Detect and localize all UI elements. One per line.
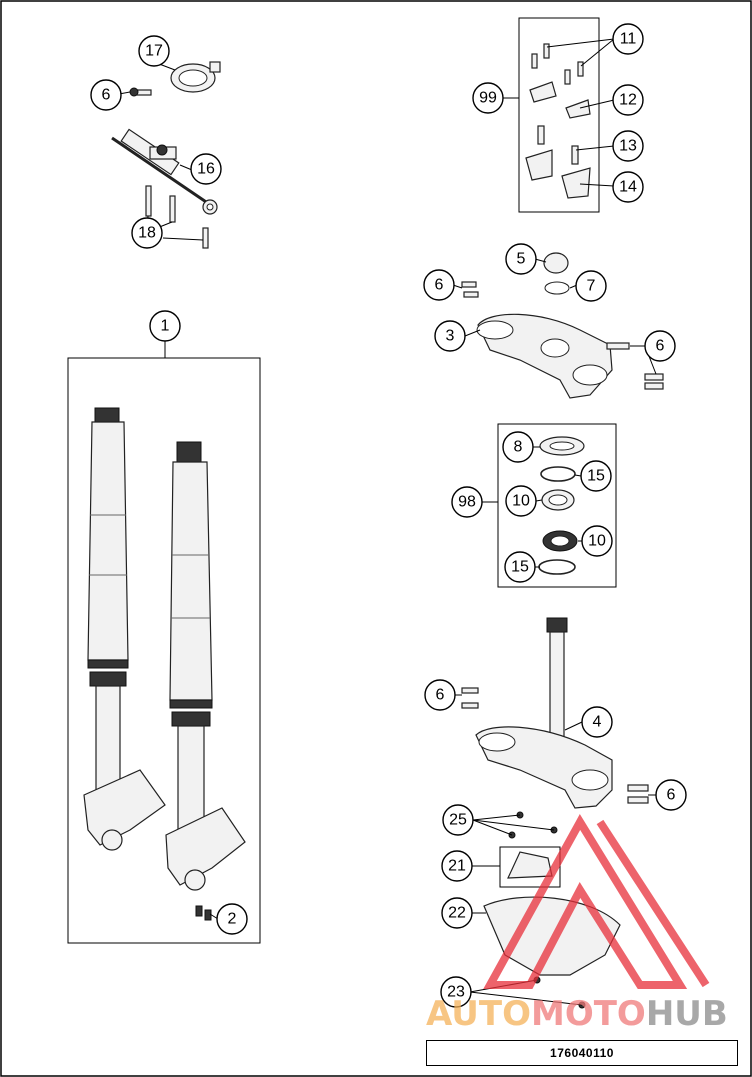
handlebar-clamp-parts bbox=[525, 43, 591, 199]
callout-label: 14 bbox=[619, 179, 637, 196]
callout-98: 98 bbox=[451, 486, 483, 518]
callout-label: 6 bbox=[436, 687, 445, 704]
callout-23: 23 bbox=[440, 976, 472, 1008]
callout-label: 21 bbox=[448, 858, 466, 875]
callout-11: 11 bbox=[612, 23, 644, 55]
callout-3: 3 bbox=[434, 320, 466, 352]
callout-label: 25 bbox=[449, 812, 467, 829]
callout-label: 15 bbox=[587, 468, 605, 485]
document-number-box: 176040110 bbox=[426, 1040, 738, 1066]
watermark-logo: AUTOMOTOHUB bbox=[426, 814, 728, 1034]
callout-22: 22 bbox=[441, 897, 473, 929]
callout-label: 23 bbox=[447, 984, 465, 1001]
screws-part bbox=[195, 905, 212, 921]
callout-15: 15 bbox=[504, 551, 536, 583]
watermark-auto: AUTO bbox=[426, 994, 531, 1034]
callout-6: 6 bbox=[424, 679, 456, 711]
callout-label: 16 bbox=[197, 161, 215, 178]
callout-6: 6 bbox=[90, 79, 122, 111]
callout-8: 8 bbox=[502, 431, 534, 463]
callout-label: 10 bbox=[588, 533, 606, 550]
callout-label: 99 bbox=[479, 90, 497, 107]
callout-17: 17 bbox=[138, 35, 170, 67]
steering-damper-part bbox=[111, 128, 218, 215]
bolt-part bbox=[129, 87, 152, 97]
callout-13: 13 bbox=[612, 130, 644, 162]
bolts-part bbox=[145, 185, 209, 249]
callout-4: 4 bbox=[581, 706, 613, 738]
callout-label: 10 bbox=[512, 493, 530, 510]
callout-label: 5 bbox=[517, 251, 526, 268]
callout-label: 13 bbox=[619, 138, 637, 155]
callout-10: 10 bbox=[581, 525, 613, 557]
callout-18: 18 bbox=[131, 217, 163, 249]
callout-label: 98 bbox=[458, 494, 476, 511]
bearing-parts bbox=[538, 436, 585, 575]
callout-label: 8 bbox=[514, 439, 523, 456]
watermark-hub: HUB bbox=[646, 994, 728, 1034]
callout-10: 10 bbox=[505, 485, 537, 517]
left-fork-leg-part bbox=[83, 407, 166, 851]
callout-label: 18 bbox=[138, 225, 156, 242]
callout-7: 7 bbox=[575, 270, 607, 302]
callout-label: 1 bbox=[161, 318, 170, 335]
callout-label: 4 bbox=[593, 714, 602, 731]
guard-parts bbox=[483, 811, 621, 1009]
callout-label: 12 bbox=[619, 92, 637, 109]
handlebar-clamp-group-box bbox=[518, 17, 600, 213]
callout-25: 25 bbox=[442, 804, 474, 836]
callout-label: 6 bbox=[102, 87, 111, 104]
callout-label: 2 bbox=[228, 911, 237, 928]
callout-12: 12 bbox=[612, 84, 644, 116]
callout-1: 1 bbox=[149, 310, 181, 342]
lower-triple-clamp-part bbox=[461, 617, 649, 809]
callout-16: 16 bbox=[190, 153, 222, 185]
upper-triple-clamp-part bbox=[461, 252, 664, 399]
callout-label: 17 bbox=[145, 43, 163, 60]
callout-14: 14 bbox=[612, 171, 644, 203]
bearing-group-box bbox=[497, 423, 617, 588]
callout-6: 6 bbox=[655, 779, 687, 811]
callout-label: 3 bbox=[446, 328, 455, 345]
watermark-triangle bbox=[483, 814, 688, 989]
callout-21: 21 bbox=[441, 850, 473, 882]
document-number: 176040110 bbox=[550, 1046, 614, 1060]
callout-2: 2 bbox=[216, 903, 248, 935]
callout-label: 6 bbox=[435, 277, 444, 294]
callout-label: 15 bbox=[511, 559, 529, 576]
callout-6: 6 bbox=[423, 269, 455, 301]
watermark-triangle-edge bbox=[596, 819, 710, 988]
right-fork-leg-part bbox=[165, 441, 246, 891]
callout-label: 6 bbox=[667, 787, 676, 804]
callout-label: 22 bbox=[448, 905, 466, 922]
callout-6: 6 bbox=[644, 330, 676, 362]
callout-label: 6 bbox=[656, 338, 665, 355]
callout-5: 5 bbox=[505, 243, 537, 275]
callout-99: 99 bbox=[472, 82, 504, 114]
callout-15: 15 bbox=[580, 460, 612, 492]
callout-label: 7 bbox=[587, 278, 596, 295]
watermark-moto: MOTO bbox=[531, 994, 646, 1034]
callout-label: 11 bbox=[620, 31, 637, 48]
fork-group-box bbox=[67, 357, 261, 944]
watermark-text: AUTOMOTOHUB bbox=[426, 994, 728, 1034]
damper-clamp-part bbox=[170, 61, 221, 93]
